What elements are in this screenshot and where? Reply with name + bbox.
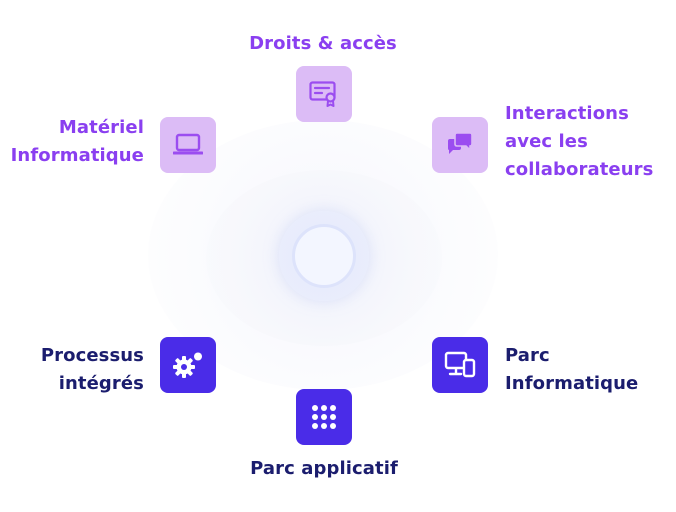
- node-parc-app-label: Parc applicatif: [250, 458, 398, 479]
- node-droits-label: Droits & accès: [249, 33, 397, 54]
- node-interactions-tile[interactable]: [432, 117, 488, 173]
- laptop-icon: [173, 133, 203, 155]
- node-materiel-label: Matériel Informatique: [10, 117, 144, 166]
- node-parc-info-tile[interactable]: [432, 337, 488, 393]
- node-parc-info-label: Parc Informatique: [505, 345, 639, 394]
- node-processus-label: Processus intégrés: [40, 345, 144, 394]
- node-interactions-label: Interactions avec les collaborateurs: [505, 103, 654, 180]
- node-materiel-tile[interactable]: [160, 117, 216, 173]
- node-parc-app-tile[interactable]: [296, 389, 352, 445]
- central-hub: [292, 224, 356, 288]
- node-droits-tile[interactable]: [296, 66, 352, 122]
- gear-icon: [173, 352, 202, 378]
- app-grid-icon: [312, 405, 336, 429]
- devices-icon: [444, 351, 476, 378]
- certificate-icon: [309, 81, 336, 107]
- chat-bubbles-icon: [448, 132, 473, 154]
- node-processus-tile[interactable]: [160, 337, 216, 393]
